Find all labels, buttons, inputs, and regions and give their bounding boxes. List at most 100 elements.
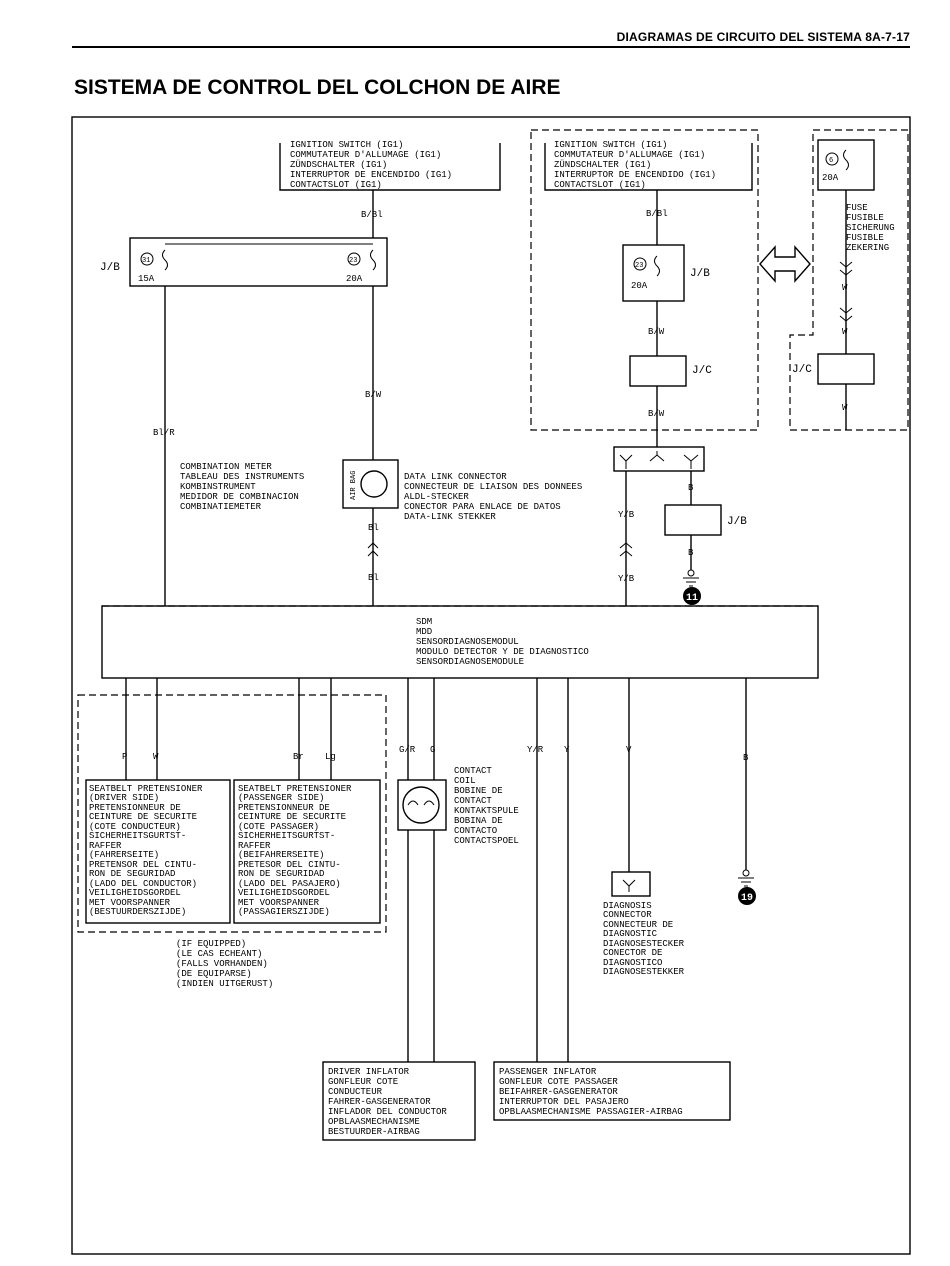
- data-link-4: DATA-LINK STEKKER: [404, 512, 496, 522]
- diag-7: DIAGNOSESTEKKER: [603, 967, 685, 977]
- combination-meter-0: COMBINATION METER: [180, 462, 272, 472]
- airbag-warning-lamp: [342, 459, 399, 509]
- if-equipped-2: (FALLS VORHANDEN): [176, 959, 268, 969]
- fuse-label-1: FUSIBLE: [846, 213, 884, 223]
- sb-pass-9: RON DE SEGURIDAD: [238, 869, 324, 879]
- contact-coil-2: BOBINE DE: [454, 786, 503, 796]
- driver-inflator-4: INFLADOR DEL CONDUCTOR: [328, 1107, 447, 1117]
- sb-pass-6: RAFFER: [238, 841, 271, 851]
- contact-coil-6: CONTACTO: [454, 826, 497, 836]
- sdm-label-3: MODULO DETECTOR Y DE DIAGNOSTICO: [416, 647, 589, 657]
- ignition-switch-left-label-0: IGNITION SWITCH (IG1): [290, 140, 403, 150]
- diag-1: CONNECTOR: [603, 910, 652, 920]
- wire-label-b-bl-left: B/Bl: [361, 210, 383, 220]
- connector-chevron-y-b: [619, 542, 633, 557]
- sb-pass-1: (PASSENGER SIDE): [238, 793, 324, 803]
- ignition-switch-right-label-1: COMMUTATEUR D'ALLUMAGE (IG1): [554, 150, 705, 160]
- ignition-switch-left-label-3: INTERRUPTOR DE ENCENDIDO (IG1): [290, 170, 452, 180]
- ground-19-icon: [738, 877, 754, 887]
- ground-19-num: 19: [741, 893, 753, 904]
- ignition-switch-left-label-1: COMMUTATEUR D'ALLUMAGE (IG1): [290, 150, 441, 160]
- right-dashed-region: [530, 129, 759, 431]
- if-equipped-0: (IF EQUIPPED): [176, 939, 246, 949]
- combination-meter-1: TABLEAU DES INSTRUMENTS: [180, 472, 304, 482]
- jc-far-label: J/C: [792, 364, 812, 376]
- passenger-inflator: [493, 1061, 731, 1121]
- wire-label-b2: B: [688, 548, 694, 558]
- driver-inflator-2: CONDUCTEUR: [328, 1087, 383, 1097]
- sb-pass-12: MET VOORSPANNER: [238, 898, 320, 908]
- page-title: SISTEMA DE CONTROL DEL COLCHON DE AIRE: [74, 76, 561, 99]
- contact-coil-0: CONTACT: [454, 766, 492, 776]
- wire-label-b3: B: [743, 753, 749, 763]
- ignition-switch-left-label-4: CONTACTSLOT (IG1): [290, 180, 382, 190]
- joint-connector-far: [817, 353, 875, 385]
- wire-label-g-r: G/R: [399, 745, 416, 755]
- double-arrow-icon: [759, 245, 811, 283]
- sb-pass-11: VEILIGHEIDSGORDEL: [238, 888, 330, 898]
- airbag-lamp-label: AIR BAG: [350, 471, 358, 500]
- wire-label-w2: W: [842, 327, 848, 337]
- wire-label-v: V: [626, 745, 632, 755]
- sb-driver-9: RON DE SEGURIDAD: [89, 869, 175, 879]
- sdm-label-2: SENSORDIAGNOSEMODUL: [416, 637, 519, 647]
- if-equipped-1: (LE CAS ECHEANT): [176, 949, 262, 959]
- driver-inflator: [322, 1061, 476, 1141]
- wire-label-b-w-right1: B/W: [648, 327, 665, 337]
- wire-label-lg: Lg: [325, 752, 336, 762]
- sdm-label-1: MDD: [416, 627, 432, 637]
- data-link-1: CONNECTEUR DE LIAISON DES DONNEES: [404, 482, 582, 492]
- page-header: DIAGRAMAS DE CIRCUITO DEL SISTEMA 8A-7-1…: [616, 30, 910, 44]
- sb-pass-2: PRETENSIONNEUR DE: [238, 803, 330, 813]
- wire-label-p: P: [122, 752, 127, 762]
- contact-coil-4: KONTAKTSPULE: [454, 806, 519, 816]
- passenger-inflator-4: OPBLAASMECHANISME PASSAGIER-AIRBAG: [499, 1107, 683, 1117]
- if-equipped-3: (DE EQUIPARSE): [176, 969, 252, 979]
- wire-label-y-b1: Y/B: [618, 510, 635, 520]
- passenger-inflator-1: GONFLEUR COTE PASSAGER: [499, 1077, 618, 1087]
- sb-driver-13: (BESTUURDERSZIJDE): [89, 907, 186, 917]
- contact-coil-windings: [407, 800, 435, 806]
- header-rule: [72, 46, 910, 48]
- fuse-6-amp: 20A: [822, 173, 839, 183]
- seatbelt-pretensioner-driver: [85, 779, 231, 924]
- fuse-31-circle: [140, 252, 154, 266]
- seatbelt-passenger-labels: SEATBELT PRETENSIONER (PASSENGER SIDE) P…: [238, 784, 352, 917]
- ground-11-num: 11: [686, 593, 698, 604]
- fuse-23-right-amp: 20A: [631, 281, 648, 291]
- sdm-label-4: SENSORDIAGNOSEMODULE: [416, 657, 524, 667]
- sb-pass-7: (BEIFAHRERSEITE): [238, 850, 324, 860]
- sb-driver-4: (COTE CONDUCTEUR): [89, 822, 181, 832]
- fuse-6-num: 6: [829, 157, 833, 165]
- contact-coil-1: COIL: [454, 776, 476, 786]
- ground-19-terminal: [742, 869, 750, 877]
- sb-driver-0: SEATBELT PRETENSIONER: [89, 784, 203, 794]
- fuse-31-num: 31: [142, 257, 150, 265]
- diag-6: DIAGNOSTICO: [603, 958, 662, 968]
- driver-inflator-1: GONFLEUR COTE: [328, 1077, 398, 1087]
- fuse-label-2: SICHERUNG: [846, 223, 895, 233]
- sb-pass-8: PRETESOR DEL CINTU-: [238, 860, 341, 870]
- driver-inflator-3: FAHRER-GASGENERATOR: [328, 1097, 431, 1107]
- joint-connector-right: [629, 355, 687, 387]
- wire-label-y-r: Y/R: [527, 745, 544, 755]
- connector-chevron-bl: [367, 542, 379, 557]
- jb-left-label: J/B: [100, 262, 120, 274]
- fuse-31-symbol: [162, 249, 168, 271]
- fuse-23-right-num: 23: [635, 262, 643, 270]
- contact-coil-3: CONTACT: [454, 796, 492, 806]
- ground-11-icon: [683, 577, 699, 587]
- passenger-inflator-3: INTERRUPTOR DEL PASAJERO: [499, 1097, 629, 1107]
- driver-inflator-5: OPBLAASMECHANISME: [328, 1117, 420, 1127]
- fuse-6-circle: [825, 152, 839, 166]
- fuse-6-symbol: [843, 149, 849, 171]
- combination-meter-3: MEDIDOR DE COMBINACION: [180, 492, 299, 502]
- diag-2: CONNECTEUR DE: [603, 920, 673, 930]
- airbag-lamp-bulb: [360, 470, 388, 498]
- connector-chevron-w2: [839, 307, 853, 322]
- sb-driver-10: (LADO DEL CONDUCTOR): [89, 879, 197, 889]
- fuse-label-4: ZEKERING: [846, 243, 889, 253]
- seatbelt-pretensioner-passenger: [233, 779, 381, 924]
- sb-pass-4: (COTE PASSAGER): [238, 822, 319, 832]
